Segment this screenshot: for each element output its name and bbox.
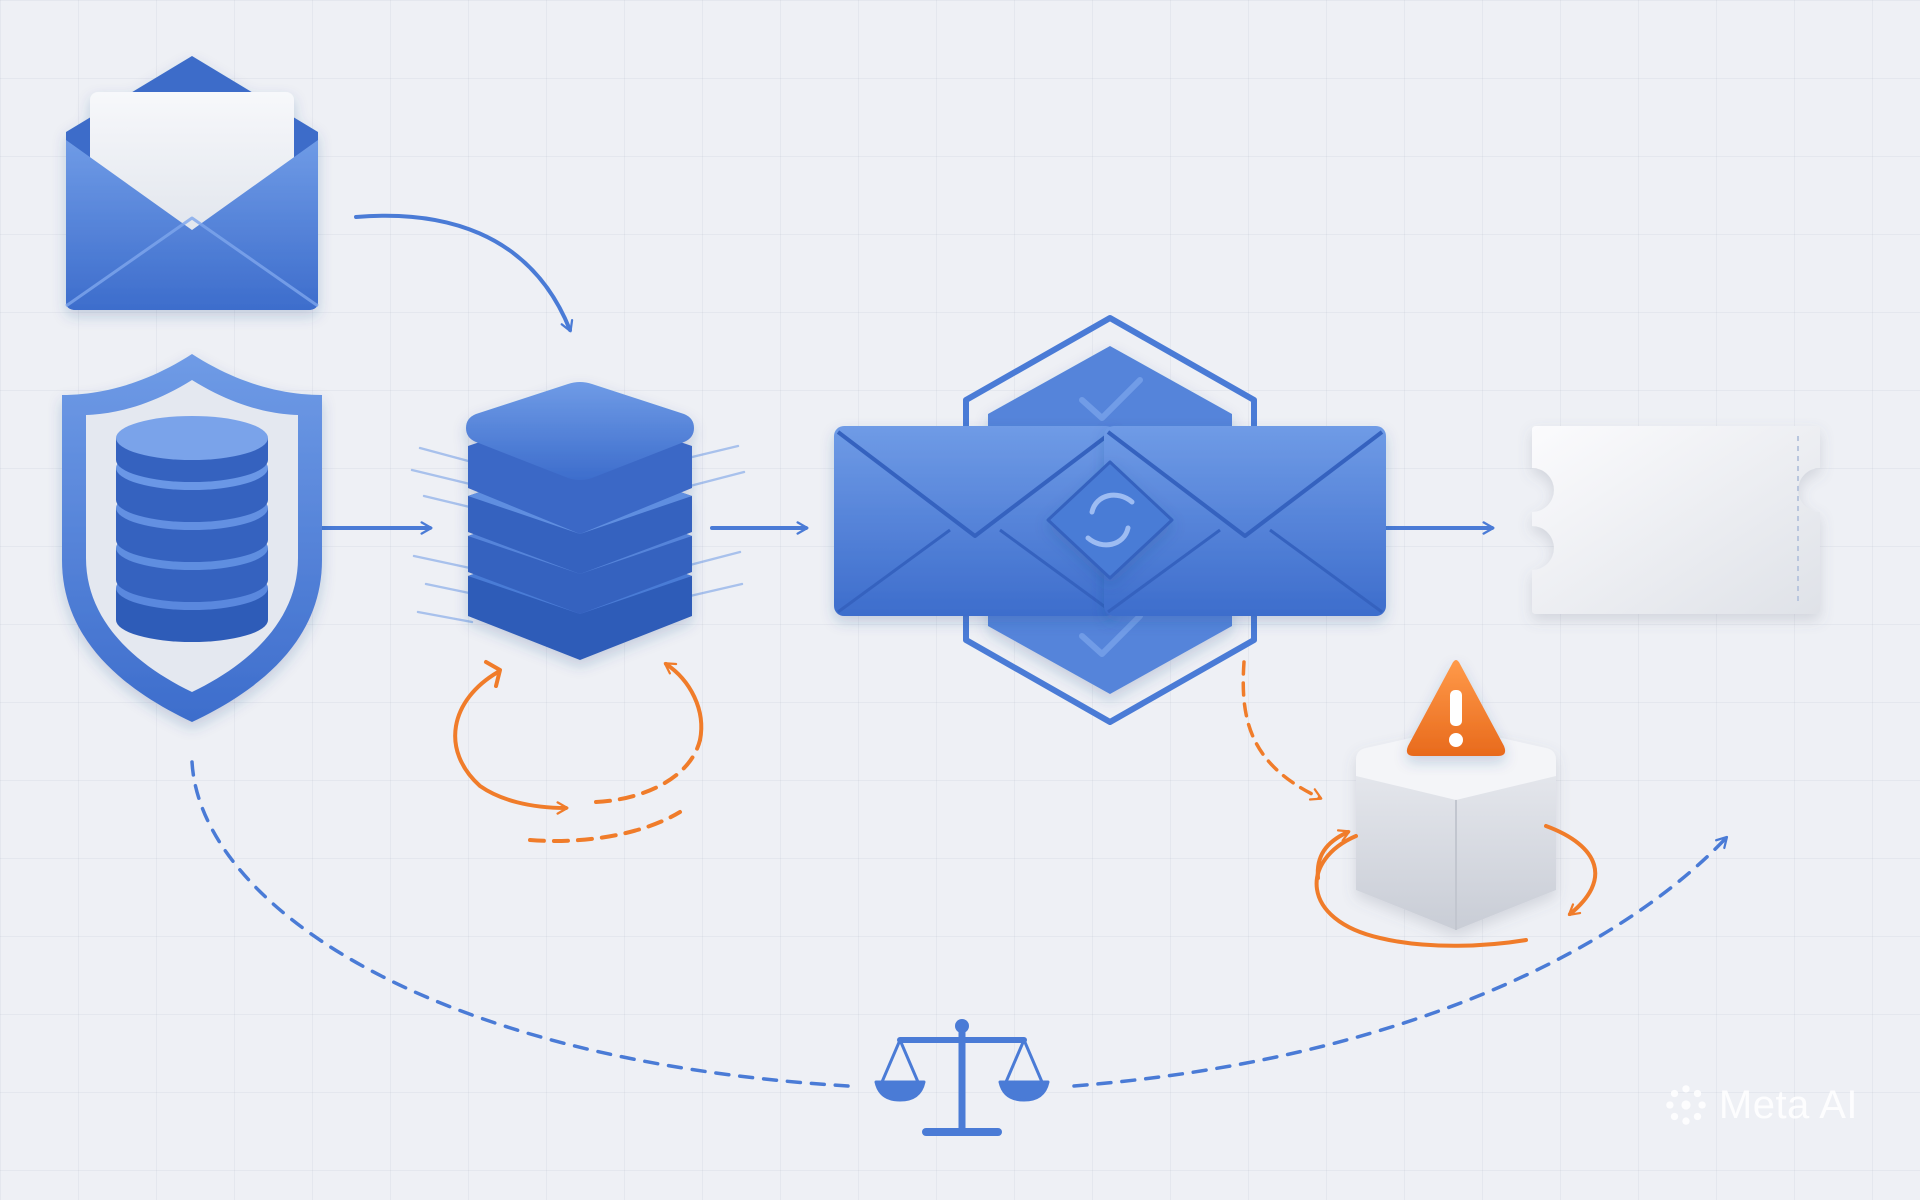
hexagon-envelopes-icon <box>834 315 1386 725</box>
refresh-loop-icon <box>453 662 704 843</box>
edge-balance-to-ticket <box>1072 835 1729 1088</box>
watermark: Meta AI <box>1663 1082 1858 1128</box>
check-icon <box>1079 377 1143 421</box>
open-envelope-icon <box>65 56 319 310</box>
shield-database-icon <box>62 354 322 722</box>
layer-stack-icon <box>410 382 746 660</box>
envelope-right-icon <box>1104 426 1386 616</box>
database-cylinder-icon <box>116 416 268 642</box>
ticket-icon <box>1532 426 1820 614</box>
connectors <box>190 213 1729 1088</box>
edge-hub-to-exception <box>1241 660 1323 801</box>
warning-box-icon <box>1356 660 1556 930</box>
edge-email-to-stack <box>354 213 574 333</box>
envelope-left-icon <box>834 426 1116 616</box>
motion-lines <box>410 444 746 624</box>
scales-icon <box>874 1019 1050 1136</box>
warning-triangle-icon <box>1406 660 1506 756</box>
exception-loop-icon <box>1314 824 1598 948</box>
edge-database-to-balance <box>190 760 850 1088</box>
loop-arrowhead-left <box>484 660 502 688</box>
meta-ai-logo-icon <box>1666 1085 1706 1125</box>
watermark-text: Meta AI <box>1718 1082 1858 1127</box>
check-icon <box>1079 613 1143 657</box>
sync-icon <box>1046 460 1174 580</box>
